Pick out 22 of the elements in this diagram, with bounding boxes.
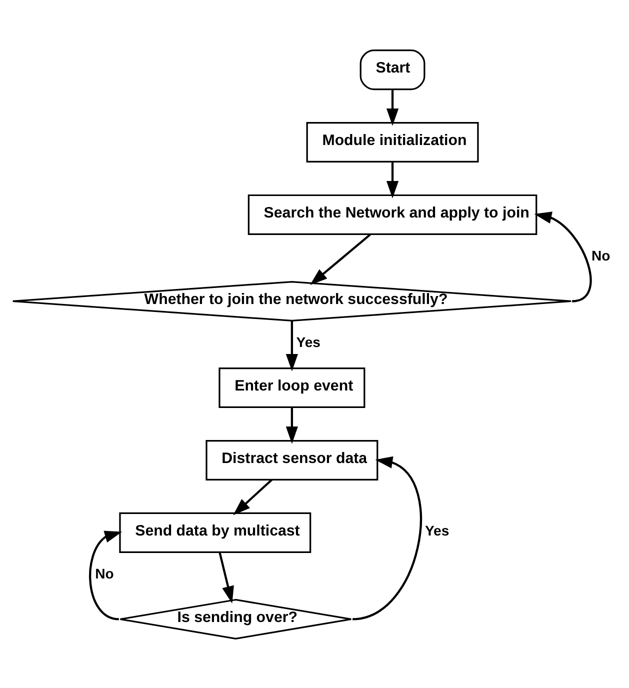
node-box: Search the Network and apply to join bbox=[248, 194, 538, 234]
edge-label: Yes bbox=[296, 334, 320, 350]
arrow bbox=[233, 478, 272, 515]
node-box: Start bbox=[360, 49, 426, 90]
arrow bbox=[386, 161, 399, 198]
node-box: Enter loop event bbox=[218, 366, 366, 408]
edge-label: Yes bbox=[424, 522, 450, 538]
arrow bbox=[534, 211, 592, 302]
arrow bbox=[386, 88, 399, 126]
node-box: Send data by multicast bbox=[119, 512, 312, 552]
node-diamond: Is sending over? bbox=[119, 598, 352, 639]
arrow bbox=[352, 456, 422, 620]
node-box: Module initialization bbox=[306, 121, 479, 162]
edge-label: No bbox=[592, 247, 610, 264]
arrow bbox=[218, 552, 234, 604]
node-box: Distract sensor data bbox=[206, 439, 378, 480]
edge-label: No bbox=[95, 565, 114, 582]
arrow bbox=[310, 233, 371, 285]
arrow bbox=[286, 320, 298, 371]
node-diamond: Whether to join the network successfully? bbox=[12, 280, 572, 322]
arrow bbox=[89, 530, 122, 620]
arrow bbox=[286, 406, 298, 444]
